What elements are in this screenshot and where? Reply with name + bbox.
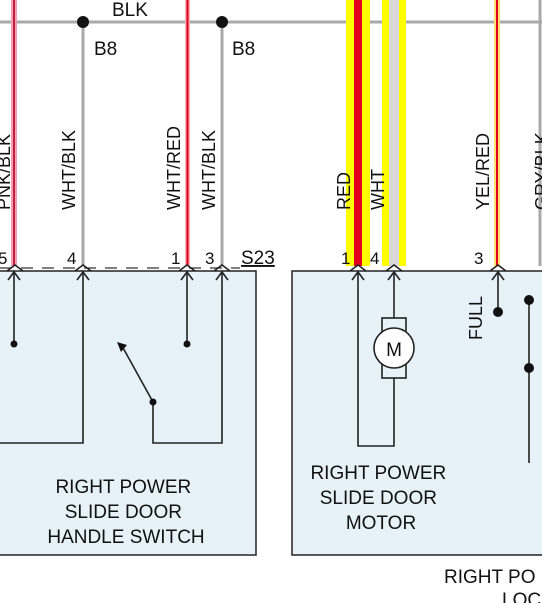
handle-switch-label: RIGHT POWER SLIDE DOOR HANDLE SWITCH [47, 477, 204, 548]
motor-symbol-label: M [386, 340, 402, 361]
switch-arrow [117, 342, 127, 352]
pin-number: 1 [171, 249, 180, 268]
handle-switch-box [0, 270, 257, 556]
splice-dot-2 [216, 16, 228, 28]
wire-label-wht: WHT [368, 169, 388, 210]
connector-id-label: S23 [241, 248, 275, 269]
wire-label-yel-red: YEL/RED [473, 133, 493, 210]
lock-switch-contacts [493, 295, 534, 373]
motor-label: RIGHT POWER SLIDE DOOR MOTOR [310, 463, 451, 534]
pin-number: 1 [341, 249, 350, 268]
pin-number: 3 [474, 249, 483, 268]
wire-label-red: RED [334, 172, 354, 210]
pin-number: 5 [0, 249, 7, 268]
wire-red [346, 0, 370, 266]
splice-dot-1 [77, 16, 89, 28]
splice-label-1: B8 [94, 39, 117, 60]
wire-label-gry-blk: GRY/BLK [532, 132, 542, 210]
wire-wht-red [185, 0, 190, 266]
pin-number: 4 [67, 249, 76, 268]
motor-box [291, 270, 542, 556]
handle-switch-circuit [0, 272, 223, 444]
lock-switch-label: FULL [466, 296, 486, 340]
lock-label: RIGHT PO LOC [444, 567, 541, 603]
wire-label-pnk-blk: PNK/BLK [0, 134, 14, 210]
wire-pnk-blk [11, 0, 17, 266]
wire-label-wht-blk-2: WHT/BLK [199, 130, 219, 210]
wire-label-wht-red: WHT/RED [164, 126, 184, 210]
wire-yel-red [494, 0, 500, 266]
wire-label-wht-blk-1: WHT/BLK [59, 130, 79, 210]
pin-number: 4 [370, 249, 379, 268]
wire-wht [382, 0, 406, 266]
lock-switch-circuit [497, 272, 530, 463]
motor-symbol [373, 327, 415, 369]
pin-number: 3 [205, 249, 214, 268]
splice-label-2: B8 [232, 39, 255, 60]
switch-contacts [10, 340, 191, 406]
ground-wire-label: BLK [112, 0, 148, 21]
